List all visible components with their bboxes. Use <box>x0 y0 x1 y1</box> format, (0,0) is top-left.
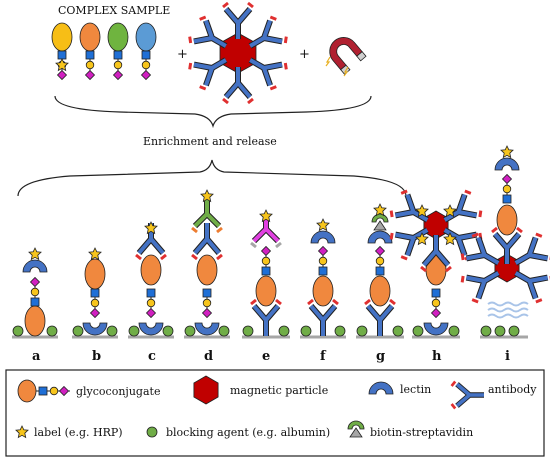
sample-protein-green <box>107 22 129 80</box>
spark-icon <box>343 66 349 77</box>
strategy-letter: d <box>204 349 213 364</box>
spark-icon <box>325 56 331 67</box>
strategy-letter: i <box>505 349 510 364</box>
bottom-brace <box>17 159 407 197</box>
legend-box <box>5 369 545 457</box>
legend-label: magnetic particle <box>230 384 328 397</box>
legend-label: blocking agent (e.g. albumin) <box>166 426 330 439</box>
top-brace <box>54 95 372 129</box>
strategy-a <box>22 247 48 337</box>
glycoconjugate-icon <box>17 379 37 403</box>
legend-item-antibody: antibody <box>452 382 537 409</box>
strategy-f <box>308 218 338 336</box>
strategy-letter: f <box>320 349 327 364</box>
legend-item-lectin: lectin <box>368 381 431 396</box>
legend-item-blocking-agent: blocking agent (e.g. albumin) <box>146 426 330 439</box>
magnetic-particle-with-antibodies <box>187 3 289 103</box>
strategy-letter: g <box>376 349 385 364</box>
legend-item-glycoconjugate: glycoconjugate <box>17 379 160 403</box>
strategy-g <box>365 203 395 336</box>
strategy-letter: c <box>148 349 156 364</box>
strategy-letters: a b c d e f g h i <box>32 349 510 364</box>
strategy-letter: b <box>92 349 101 364</box>
strategy-c <box>136 222 166 336</box>
legend-item-biotin-streptavidin: biotin-streptavidin <box>347 420 473 439</box>
legend-label: lectin <box>400 383 431 396</box>
legend-label: biotin-streptavidin <box>370 426 473 439</box>
process-label: Enrichment and release <box>143 135 277 148</box>
strategy-d <box>192 189 222 336</box>
strategy-i <box>460 145 550 319</box>
sample-title: COMPLEX SAMPLE <box>58 4 170 17</box>
plus-sign-2: + <box>299 47 310 62</box>
strategy-letter: h <box>432 349 442 364</box>
strategy-e <box>251 209 281 336</box>
magnet-icon <box>329 37 367 75</box>
strategy-letter: a <box>32 349 41 364</box>
strategy-h <box>389 189 484 336</box>
sample-protein-orange <box>79 22 101 80</box>
legend-item-magnetic-particle: magnetic particle <box>193 375 328 405</box>
legend-label: label (e.g. HRP) <box>34 426 123 439</box>
strategy-letter: e <box>262 349 270 364</box>
complex-sample <box>51 22 157 80</box>
strategy-b <box>82 247 108 336</box>
blocking-agent-icon <box>146 426 158 438</box>
biotin-streptavidin-icon <box>347 420 365 438</box>
legend-label: antibody <box>488 383 537 396</box>
sample-protein-yellow <box>51 22 73 80</box>
legend-label: glycoconjugate <box>76 385 160 398</box>
plus-sign-1: + <box>177 47 188 62</box>
sample-protein-blue <box>135 22 157 80</box>
legend-item-label: label (e.g. HRP) <box>15 425 123 439</box>
